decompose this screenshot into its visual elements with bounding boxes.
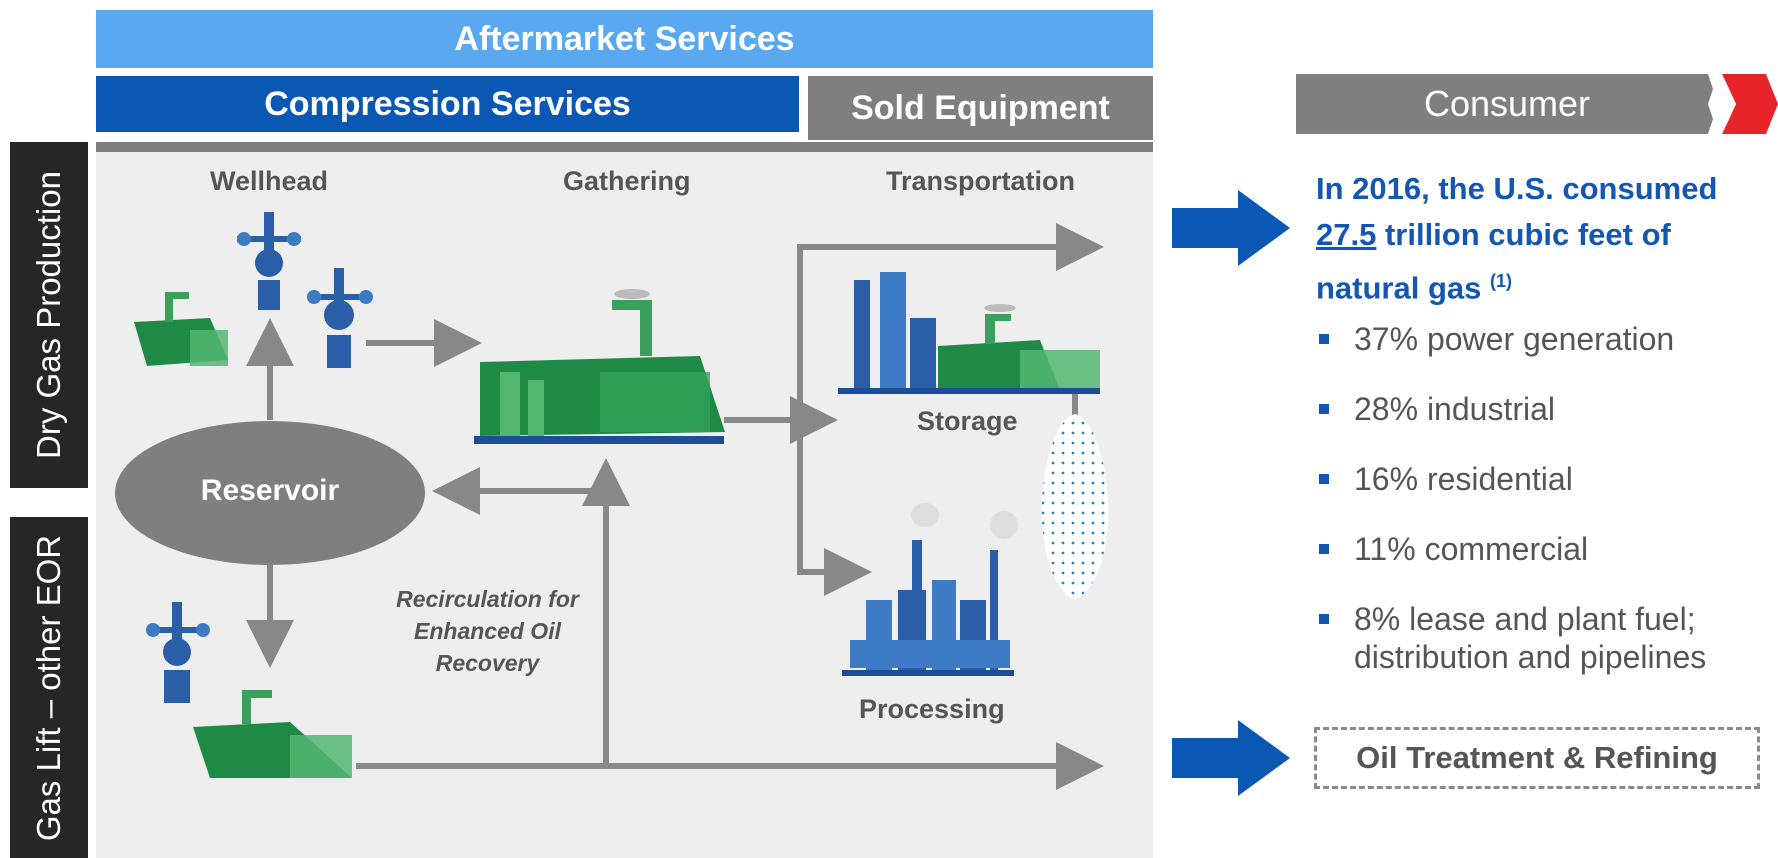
gas-lift-label: Gas Lift – other EOR (10, 517, 88, 858)
compressor-icon (134, 292, 228, 366)
storage-label: Storage (917, 406, 1018, 436)
wellhead-icon (237, 212, 301, 310)
list-item: 37% power generation (1316, 320, 1756, 358)
compressor-icon (474, 289, 725, 444)
list-item: 28% industrial (1316, 390, 1756, 428)
oil-treatment-box: Oil Treatment & Refining (1314, 727, 1760, 789)
aftermarket-services-bar: Aftermarket Services (96, 10, 1153, 68)
consumer-bar (1296, 74, 1778, 134)
reservoir-ellipse (115, 421, 425, 565)
consumer-label: Consumer (1423, 83, 1591, 124)
processing-label: Processing (859, 694, 1005, 724)
flow-diagram (115, 212, 1109, 790)
consumer-arrow-icon (1172, 190, 1290, 266)
stage-wellhead: Wellhead (210, 166, 329, 196)
list-item: 16% residential (1316, 460, 1756, 498)
oil-treatment-label: Oil Treatment & Refining (1356, 740, 1718, 775)
header-divider (96, 142, 1153, 152)
list-item: 11% commercial (1316, 530, 1756, 568)
stage-gathering: Gathering (563, 166, 691, 196)
compressor-icon (193, 690, 352, 778)
sold-equipment-bar: Sold Equipment (808, 76, 1153, 140)
compression-services-bar: Compression Services (96, 76, 799, 132)
processing-plant-icon (842, 503, 1018, 676)
footnote-marker: (1) (1490, 271, 1512, 291)
sold-equipment-label: Sold Equipment (851, 88, 1110, 127)
aftermarket-services-label: Aftermarket Services (454, 19, 795, 58)
wellhead-icon (146, 602, 210, 703)
dry-gas-production-label: Dry Gas Production (10, 142, 88, 488)
consumption-breakdown-list: 37% power generation 28% industrial 16% … (1316, 320, 1756, 708)
reservoir-label: Reservoir (200, 474, 340, 507)
consumption-value: 27.5 (1316, 217, 1377, 252)
oil-arrow-icon (1172, 720, 1290, 796)
stage-transportation: Transportation (886, 166, 1076, 196)
storage-tank-icon (838, 272, 1100, 394)
compression-services-label: Compression Services (264, 84, 631, 123)
wellhead-icon (307, 268, 373, 368)
list-item: 8% lease and plant fuel; distribution an… (1316, 600, 1756, 676)
consumption-statement: In 2016, the U.S. consumed 27.5 trillion… (1316, 171, 1718, 306)
recirculation-label: Recirculation for Enhanced Oil Recovery (396, 586, 579, 676)
